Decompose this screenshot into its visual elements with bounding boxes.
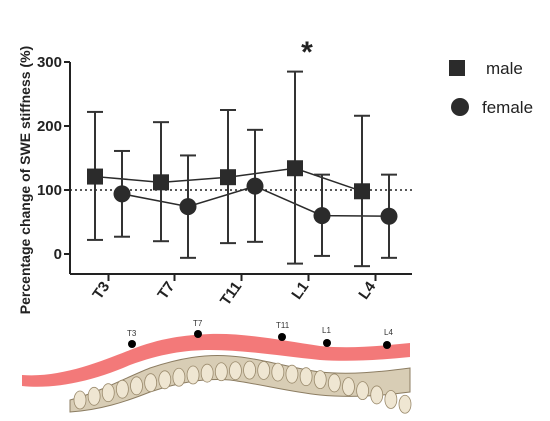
vertebra (115, 379, 129, 399)
spine-label-l1: L1 (322, 326, 331, 335)
vertebra (370, 385, 384, 405)
y-tick-label-300: 300 (37, 54, 62, 71)
vertebra (130, 376, 143, 396)
significance-asterisk: * (301, 36, 313, 69)
legend-marker-male (449, 60, 465, 76)
legend: male female (449, 59, 533, 117)
y-tick-label-200: 200 (37, 118, 62, 135)
x-tick-label-t11: T11 (217, 279, 245, 309)
vertebra (384, 390, 398, 409)
spine-soft-tissue-band (22, 333, 410, 387)
point-female-t3 (113, 185, 131, 203)
spine-label-l4: L4 (384, 328, 393, 337)
vertebra (158, 370, 172, 390)
x-tick-label-l1: L1 (288, 279, 312, 303)
spine-marker-l1 (323, 339, 331, 347)
y-tick-label-0: 0 (54, 246, 62, 263)
point-male-l4 (354, 183, 370, 200)
vertebra (271, 362, 285, 382)
vertebra (398, 394, 412, 414)
y-axis-title: Percentage change of SWE stiffness (%) (17, 46, 33, 314)
point-female-l1 (313, 207, 331, 225)
legend-label-female: female (482, 98, 533, 117)
vertebra (356, 381, 370, 401)
point-male-t11 (220, 169, 236, 186)
spine-label-t3: T3 (127, 329, 137, 338)
vertebra (243, 360, 256, 380)
spine-marker-t7 (194, 330, 202, 338)
spine-illustration: T3 T7 T11 L1 L4 (22, 319, 412, 414)
vertebra (214, 362, 228, 382)
vertebra (200, 363, 214, 383)
legend-label-male: male (486, 59, 523, 78)
spine-marker-t11 (278, 333, 286, 341)
vertebra (299, 367, 313, 387)
vertebra (229, 361, 242, 381)
vertebra (257, 361, 271, 380)
x-tick-label-t3: T3 (89, 279, 113, 303)
vertebra (101, 383, 115, 403)
vertebra (313, 370, 327, 390)
vertebra (285, 364, 299, 384)
vertebra (172, 367, 186, 387)
vertebra (73, 390, 87, 410)
x-tick-label-l4: L4 (355, 278, 379, 303)
x-tick-label-t7: T7 (154, 279, 178, 303)
vertebra (87, 386, 101, 406)
vertebra (186, 365, 200, 385)
point-male-t7 (153, 174, 169, 191)
point-female-t7 (179, 198, 197, 216)
vertebra (327, 373, 341, 393)
vertebra (144, 373, 158, 393)
spine-column (69, 355, 411, 413)
spine-marker-l4 (383, 341, 391, 349)
vertebra (342, 377, 355, 397)
spine-marker-t3 (128, 340, 136, 348)
y-tick-label-100: 100 (37, 182, 62, 199)
legend-marker-female (451, 98, 469, 116)
spine-label-t7: T7 (193, 319, 203, 328)
spine-label-t11: T11 (276, 321, 290, 330)
point-female-t11 (246, 177, 264, 195)
point-male-t3 (87, 168, 103, 185)
point-male-l1 (287, 160, 303, 177)
point-female-l4 (380, 207, 398, 225)
